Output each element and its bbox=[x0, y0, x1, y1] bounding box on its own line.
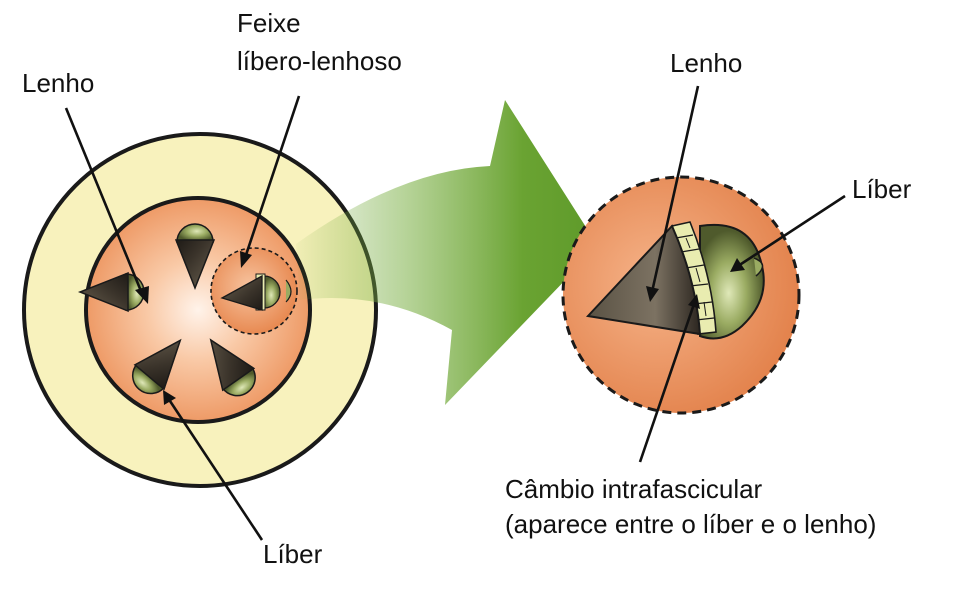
arrow-right-icon bbox=[296, 100, 598, 405]
feixe-label-line2: líbero-lenhoso bbox=[237, 46, 402, 76]
highlighted-bundle-tissues bbox=[220, 273, 292, 311]
cambio-label-line1: Câmbio intrafascicular bbox=[505, 474, 763, 504]
cambio-label-line2: (aparece entre o líber e o lenho) bbox=[505, 509, 876, 539]
leader-lines bbox=[64, 85, 846, 541]
magnified-phloem bbox=[699, 223, 765, 340]
right-liber-label: Líber bbox=[852, 174, 912, 204]
left-lenho-label: Lenho bbox=[22, 68, 94, 98]
right-lenho-label: Lenho bbox=[670, 48, 742, 78]
arrowheads bbox=[135, 251, 745, 405]
left-liber-label: Líber bbox=[263, 539, 323, 569]
magnified-xylem bbox=[585, 224, 702, 336]
feixe-label-line1: Feixe bbox=[237, 8, 301, 38]
